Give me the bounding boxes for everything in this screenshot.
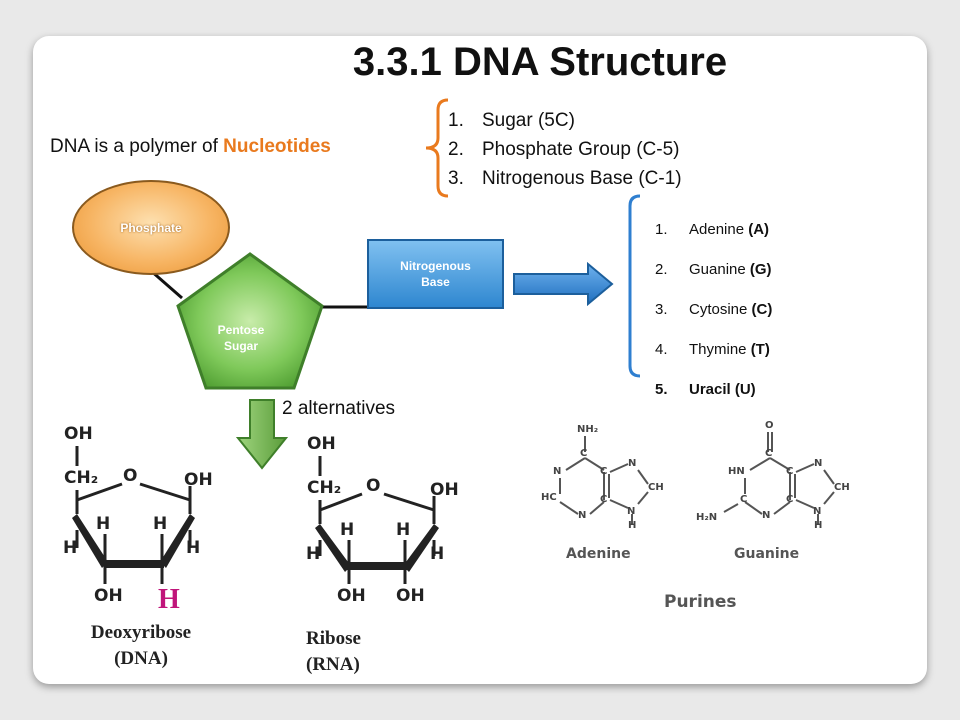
pentose-sugar-shape: [176, 252, 324, 390]
nitrogenous-base-node: Nitrogenous Base: [367, 239, 504, 309]
base-item: 2.Guanine (G): [655, 261, 772, 278]
purines-label: Purines: [664, 592, 737, 612]
adenine-c6: C: [580, 448, 588, 459]
component-item: 3.Nitrogenous Base (C-1): [448, 168, 682, 189]
phosphate-node: Phosphate: [72, 180, 230, 275]
guanine-ch: CH: [834, 482, 850, 493]
base-item: 1.Adenine (A): [655, 221, 770, 238]
page-title: 3.3.1 DNA Structure: [352, 40, 728, 84]
guanine-n9: N: [813, 506, 822, 517]
guanine-h: H: [814, 520, 823, 531]
guanine-h2n: H₂N: [696, 512, 718, 523]
ribose-label: Ribose (RNA): [306, 628, 361, 675]
intro-prefix: DNA is a polymer of: [50, 136, 224, 157]
deoxy-ch2: CH₂: [64, 468, 99, 488]
ribose-h2: H: [396, 520, 411, 540]
component-item: 1.Sugar (5C): [448, 110, 575, 131]
green-down-arrow-icon: [236, 399, 288, 470]
adenine-h: H: [628, 520, 637, 531]
guanine-c4: C: [786, 494, 794, 505]
slide: [33, 36, 927, 684]
guanine-c5: C: [786, 466, 794, 477]
deoxy-oh-top: OH: [64, 424, 93, 444]
guanine-c6: C: [765, 448, 773, 459]
deoxy-oh-bottom: OH: [94, 586, 123, 606]
adenine-n7: N: [628, 458, 637, 469]
adenine-nh2: NH₂: [577, 424, 599, 435]
ribose-oh-bottom-2: OH: [396, 586, 425, 606]
adenine-c4: C: [600, 494, 608, 505]
base-item: 4.Thymine (T): [655, 341, 770, 358]
adenine-n1: N: [553, 466, 562, 477]
alternatives-label: 2 alternatives: [282, 398, 396, 419]
intro-text: DNA is a polymer of Nucleotides: [50, 136, 331, 158]
ribose-o: O: [366, 476, 381, 496]
ribose-oh-top: OH: [307, 434, 336, 454]
adenine-n3: N: [578, 510, 587, 521]
deoxy-missing-h: H: [158, 584, 180, 615]
ribose-h4: H: [430, 544, 445, 564]
ribose-h3: H: [306, 544, 321, 564]
bases-list: 1.Adenine (A) 2.Guanine (G) 3.Cytosine (…: [655, 210, 772, 410]
adenine-n9: N: [627, 506, 636, 517]
adenine-ch: CH: [648, 482, 664, 493]
guanine-label: Guanine: [734, 546, 800, 562]
guanine-n7: N: [814, 458, 823, 469]
guanine-hn: HN: [728, 466, 745, 477]
ribose-oh-right: OH: [430, 480, 459, 500]
ribose-h1: H: [340, 520, 355, 540]
deoxy-oh-right: OH: [184, 470, 213, 490]
base-item: 5.Uracil (U): [655, 381, 756, 398]
deoxy-o: O: [123, 466, 138, 486]
guanine-c2: C: [740, 494, 748, 505]
guanine-o: O: [765, 420, 774, 431]
ribose-ch2: CH₂: [307, 478, 342, 498]
components-list: 1.Sugar (5C) 2.Phosphate Group (C-5) 3.N…: [448, 106, 682, 193]
adenine-label: Adenine: [566, 546, 631, 562]
deoxy-h2: H: [153, 514, 168, 534]
adenine-hc: HC: [541, 492, 557, 503]
deoxy-h1: H: [96, 514, 111, 534]
ribose-oh-bottom-1: OH: [337, 586, 366, 606]
adenine-c5: C: [600, 466, 608, 477]
guanine-n3: N: [762, 510, 771, 521]
orange-brace: [425, 98, 449, 198]
component-item: 2.Phosphate Group (C-5): [448, 139, 680, 160]
sugar-label: Pentose Sugar: [217, 323, 265, 353]
deoxy-h4: H: [186, 538, 201, 558]
deoxyribose-label: Deoxyribose (DNA): [90, 622, 192, 669]
blue-arrow-icon: [513, 262, 614, 306]
intro-highlight: Nucleotides: [223, 136, 331, 157]
deoxy-h3: H: [63, 538, 78, 558]
base-item: 3.Cytosine (C): [655, 301, 773, 318]
